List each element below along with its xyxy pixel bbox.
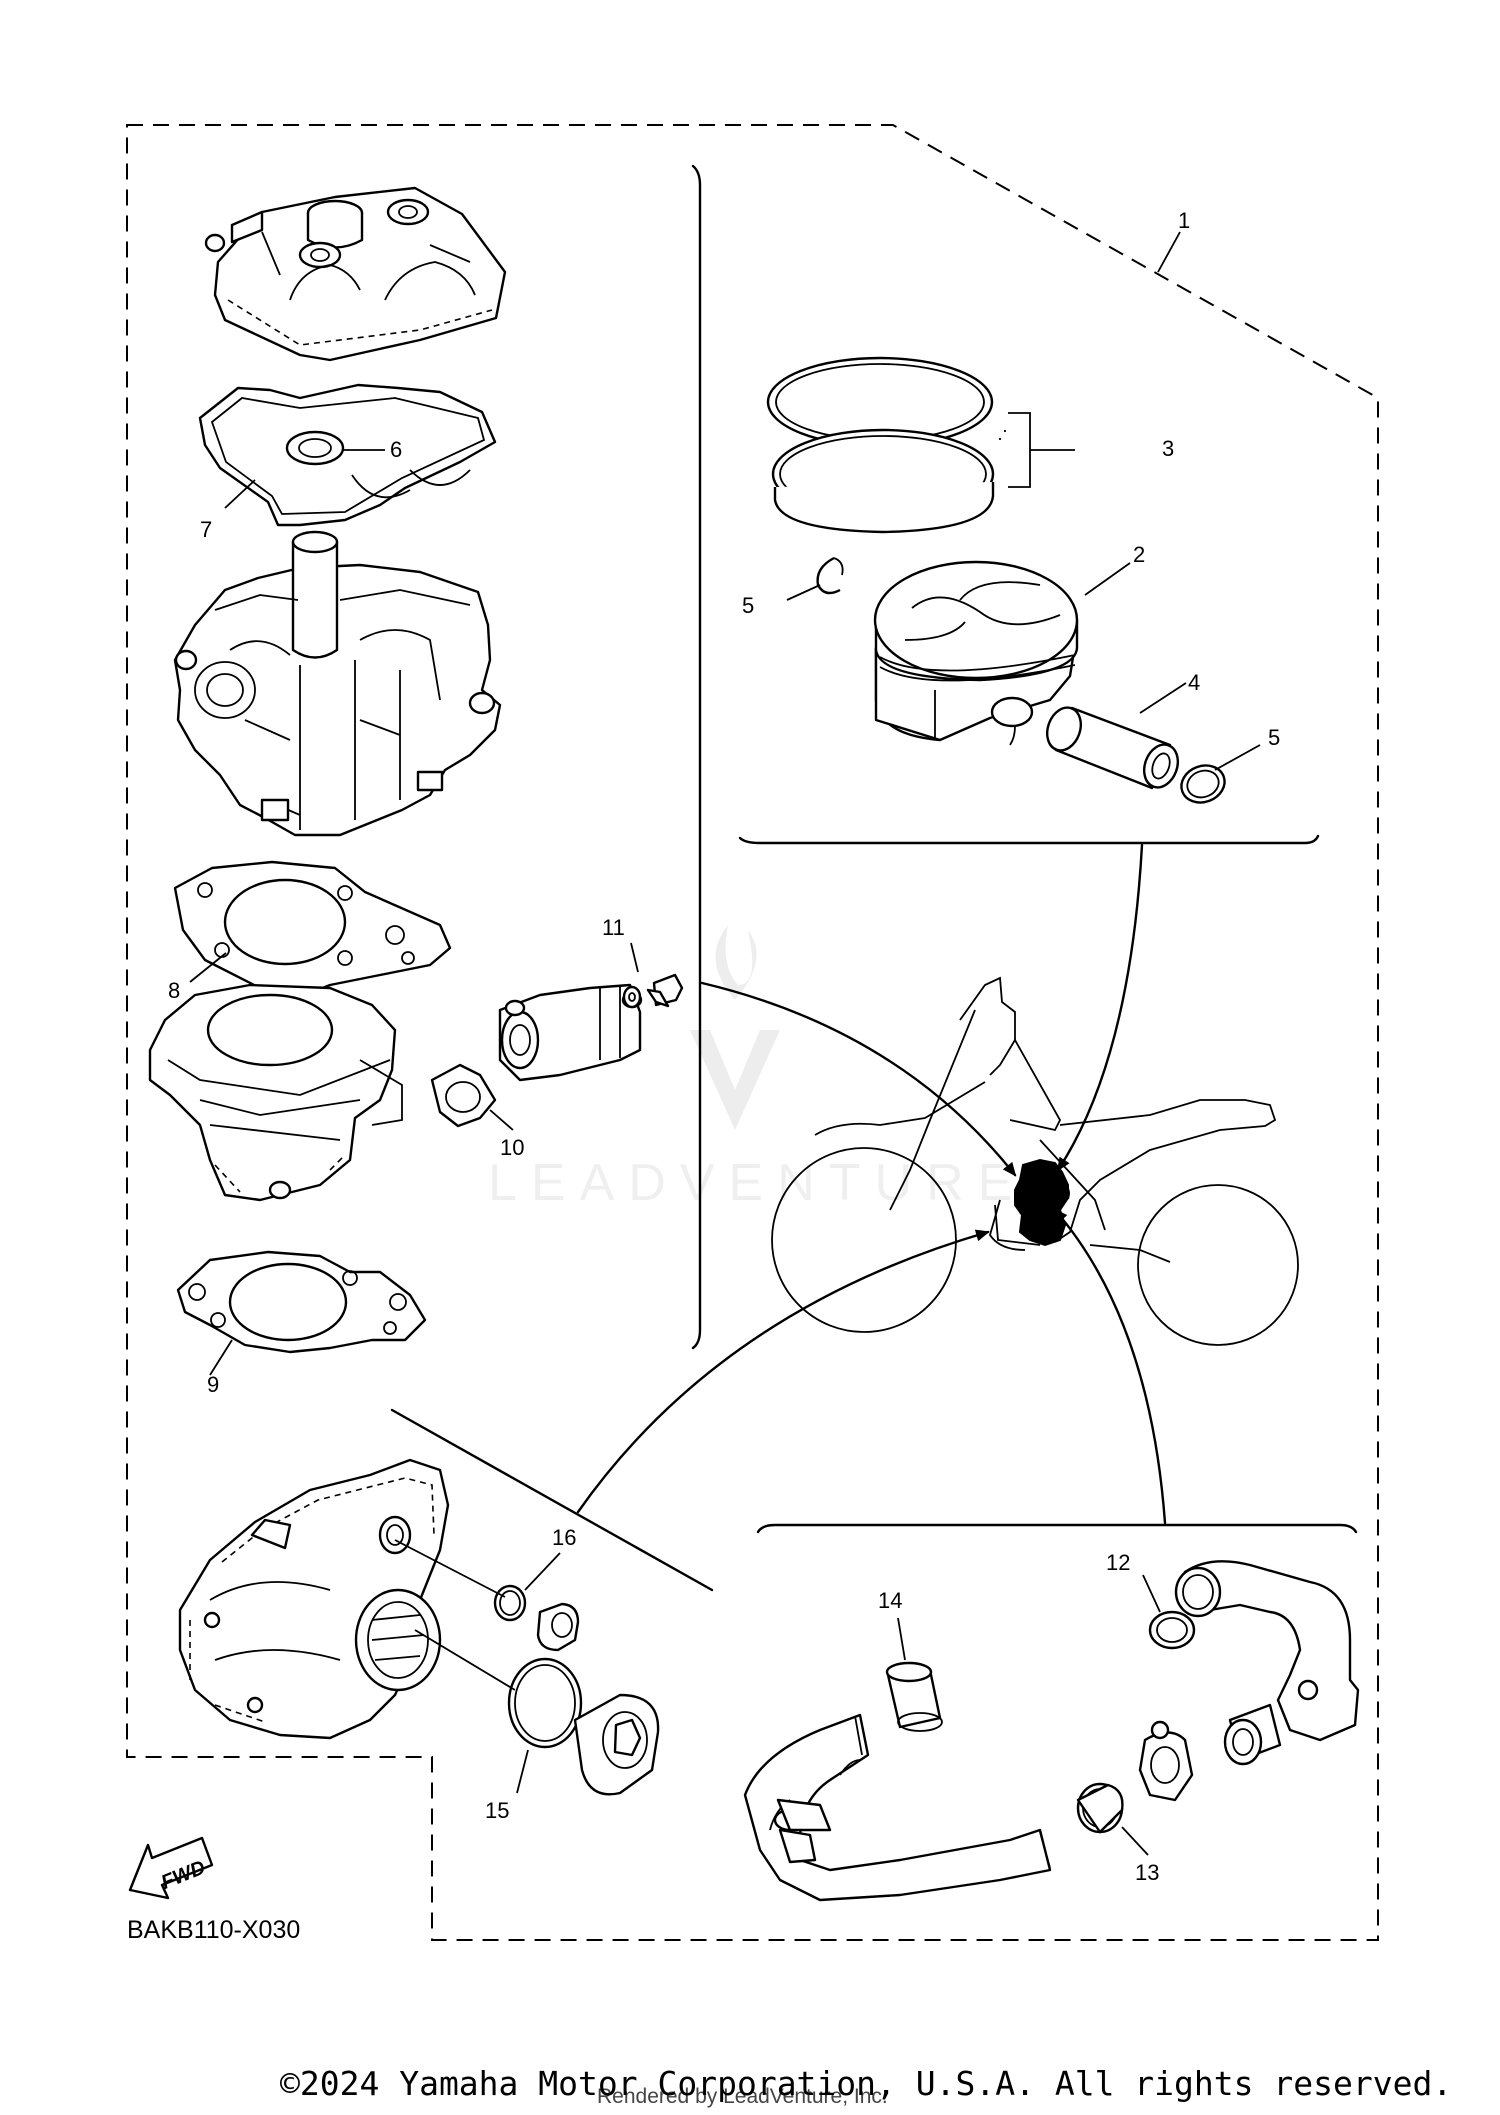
label-6: 6 [390,437,402,462]
label-9: 9 [207,1372,219,1397]
leader-lines [189,231,1261,1856]
label-12: 12 [1106,1550,1130,1575]
fwd-arrow-icon: FWD [128,1836,214,1900]
label-1: 1 [1178,208,1190,233]
label-10: 10 [500,1135,524,1160]
group-divider-piston [738,834,1320,845]
copyright-text: ©2024 Yamaha Motor Corporation, U.S.A. A… [280,2064,1452,2103]
group-divider-cover [390,1408,714,1592]
label-14: 14 [878,1588,902,1613]
head-gasket [173,860,452,997]
watermark-text: LEADVENTURE [488,1154,1026,1212]
part-labels: 1 2 3 4 5 5 6 7 8 9 10 11 12 13 14 15 16 [168,208,1280,1885]
label-3: 3 [1162,436,1174,461]
label-5a: 5 [742,593,754,618]
group-divider-hoses [756,1523,1358,1534]
piston [873,560,1079,746]
label-13: 13 [1135,1860,1159,1885]
rendered-by-text: Rendered by LeadVenture, Inc. [597,2085,888,2108]
label-7: 7 [200,517,212,542]
piston-pin-clips [816,556,1226,804]
motorcycle-outline [771,976,1299,1346]
label-8: 8 [168,978,180,1003]
engine-location-arrows [576,843,1167,1525]
cylinder-head [173,530,502,837]
head-cover-gasket [198,383,497,527]
label-16: 16 [552,1525,576,1550]
label-2: 2 [1133,542,1145,567]
label-11: 11 [602,915,625,940]
piston-pin [1045,706,1180,790]
label-4: 4 [1188,670,1200,695]
exhaust-valve-assembly [430,973,684,1128]
label-15: 15 [485,1798,509,1823]
piston-rings [766,356,1075,534]
base-gasket [176,1250,427,1354]
diagram-code: BAKB110-X030 [127,1916,300,1944]
label-5b: 5 [1268,725,1280,750]
crankcase-cover [178,1458,450,1740]
exhaust-joint-parts [743,1560,1360,1902]
cylinder [148,983,403,1202]
cover-o-rings-and-plugs [493,1584,660,1796]
cylinder-head-cover [204,186,507,362]
watermark-logo [690,925,780,1130]
group-divider-top [691,164,702,1350]
kit-boundary [126,124,1379,1941]
